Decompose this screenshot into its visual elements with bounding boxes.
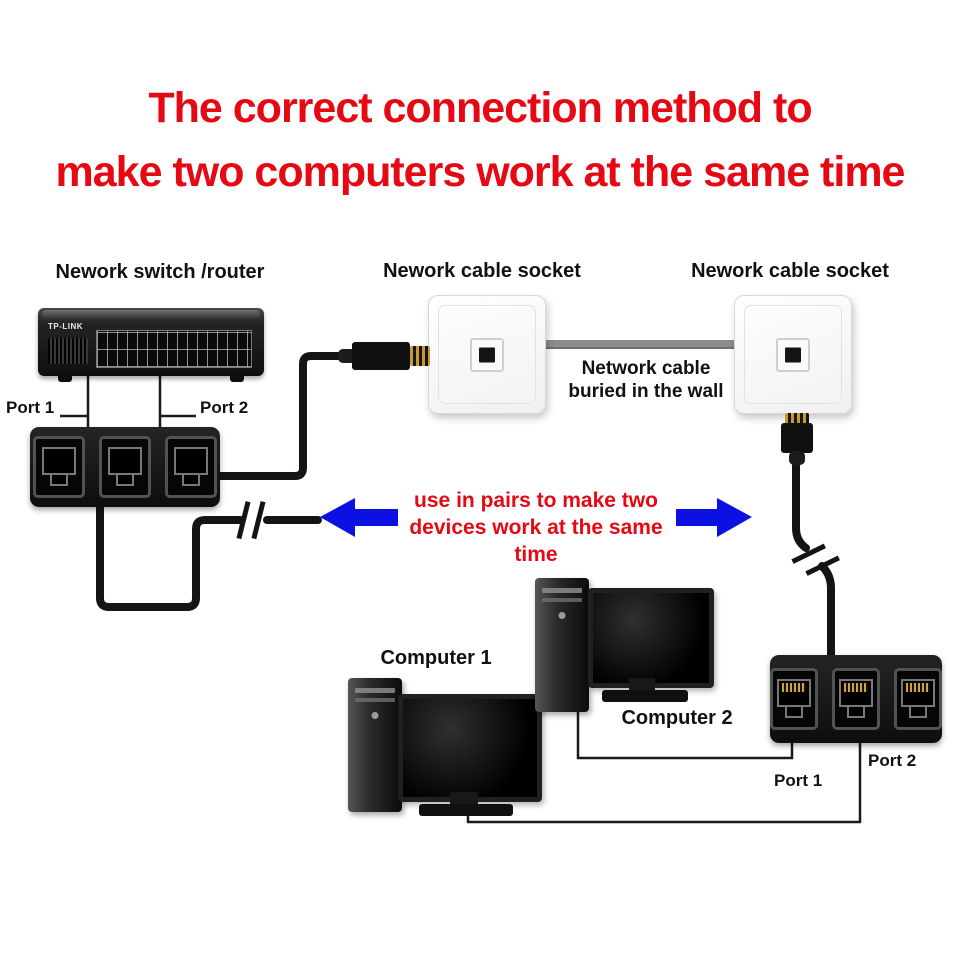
switch-port-bank <box>96 330 252 368</box>
computer1-tower <box>348 678 402 812</box>
jack-tab <box>785 707 803 718</box>
gold-contacts <box>782 683 806 692</box>
in-wall-cable <box>543 340 741 349</box>
switch-label: Nework switch /router <box>55 261 265 283</box>
plug-body <box>352 342 410 370</box>
gold-contacts <box>906 683 930 692</box>
drive-bay <box>355 698 395 702</box>
jack-opening <box>777 679 811 707</box>
socket-jack-opening <box>776 337 810 372</box>
rj45-splitter-left <box>30 427 220 507</box>
plug-body <box>781 423 813 453</box>
rj45-port <box>33 436 85 498</box>
pairing-note-line-1: use in pairs to make two <box>414 489 658 512</box>
arrow-right-icon <box>676 498 752 537</box>
arrow-left-icon <box>320 498 398 537</box>
plug-boot <box>338 349 356 363</box>
rj45-port <box>99 436 151 498</box>
network-switch: TP-LINK <box>38 308 264 382</box>
jack-tab <box>847 707 865 718</box>
rj45-port <box>832 668 880 730</box>
gold-contacts <box>844 683 868 692</box>
switch-brand: TP-LINK <box>48 322 84 331</box>
cable-break-left <box>236 501 266 540</box>
monitor-base <box>602 690 688 702</box>
computer2-monitor <box>588 588 714 688</box>
wall-socket-left <box>428 295 546 414</box>
plug-gold-pins <box>785 413 809 425</box>
in-wall-cable-shadow <box>543 347 741 349</box>
right-splitter-port2-label: Port 2 <box>868 751 917 770</box>
left-splitter-port1-label: Port 1 <box>6 398 55 417</box>
rj45-plug-right <box>777 413 817 465</box>
jack-opening <box>174 447 208 475</box>
plug-gold-pins <box>410 346 430 366</box>
power-button <box>558 612 566 619</box>
rj45-port <box>894 668 942 730</box>
rj45-splitter-right <box>770 655 942 743</box>
jack-opening <box>42 447 76 475</box>
pairing-note-line-2: devices work at the same time <box>409 516 663 566</box>
cable-break-right <box>791 543 840 576</box>
right-splitter-port1-label: Port 1 <box>774 771 823 790</box>
title-line-1: The correct connection method to <box>148 84 812 132</box>
socket-plate <box>438 305 536 404</box>
monitor-base <box>419 804 513 816</box>
computer1-monitor <box>398 694 542 802</box>
socket-right-label: Nework cable socket <box>691 260 889 282</box>
pairing-note: use in pairs to make two devices work at… <box>386 487 686 568</box>
jack-tab <box>50 475 68 486</box>
splitter-to-computer2-line <box>576 710 794 760</box>
rj45-plug-left <box>338 340 434 372</box>
left-patch-cable-a <box>96 499 244 611</box>
socket-plate <box>744 305 842 404</box>
rj45-port <box>770 668 818 730</box>
wall-cable-note: Network cable buried in the wall <box>556 357 736 403</box>
computer2-tower <box>535 578 589 712</box>
jack-tab <box>116 475 134 486</box>
socket-left-label: Nework cable socket <box>383 260 581 282</box>
splitter-to-socket-cable <box>216 352 346 480</box>
jack-opening <box>839 679 873 707</box>
monitor-neck <box>450 792 478 805</box>
switch-foot <box>58 375 72 382</box>
drive-bay <box>542 598 582 602</box>
switch-vents <box>48 338 88 364</box>
power-button <box>371 712 379 719</box>
plug-boot <box>789 451 805 465</box>
computer2-label: Computer 2 <box>621 707 733 729</box>
socket-hole <box>785 347 801 362</box>
drive-bay <box>542 588 582 593</box>
computer1-label: Computer 1 <box>380 647 492 669</box>
socket-hole <box>479 347 495 362</box>
jack-tab <box>182 475 200 486</box>
drive-bay <box>355 688 395 693</box>
wall-cable-note-line-1: Network cable <box>581 358 711 379</box>
right-patch-cable-a <box>792 450 810 552</box>
wall-socket-right <box>734 295 852 414</box>
monitor-neck <box>629 678 655 691</box>
switch-foot <box>230 375 244 382</box>
jack-opening <box>901 679 935 707</box>
wall-cable-note-line-2: buried in the wall <box>568 381 724 402</box>
socket-jack-opening <box>470 337 504 372</box>
page-title: The correct connection method to make tw… <box>0 76 960 204</box>
jack-tab <box>909 707 927 718</box>
rj45-port <box>165 436 217 498</box>
left-splitter-port2-label: Port 2 <box>200 398 249 417</box>
right-patch-cable-b <box>818 562 835 662</box>
switch-top-edge <box>42 310 260 318</box>
title-line-2: make two computers work at the same time <box>55 148 906 196</box>
jack-opening <box>108 447 142 475</box>
